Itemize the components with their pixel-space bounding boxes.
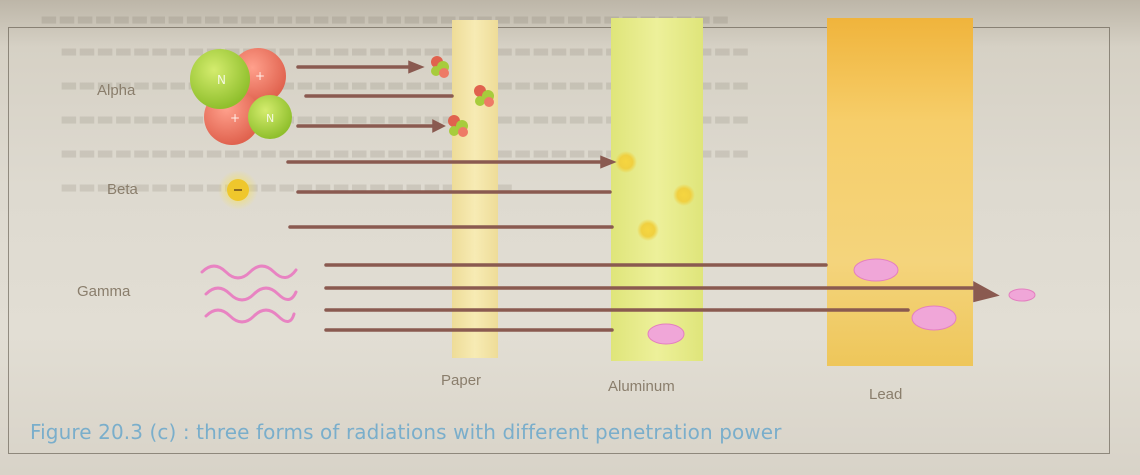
- alpha-label: Alpha: [97, 82, 136, 99]
- bleed-through-line: ▬▬▬▬▬▬▬▬▬▬▬▬▬▬▬▬▬▬▬▬▬▬▬▬▬▬▬▬▬▬▬▬▬▬▬▬▬▬: [60, 142, 750, 164]
- alpha-particle-icon: [474, 85, 494, 107]
- beta-particle-icon: [218, 170, 258, 210]
- paper-label: Paper: [441, 372, 482, 389]
- alpha-particle-icon: [431, 56, 449, 78]
- beta-particle-icon: [615, 151, 695, 241]
- svg-text:N: N: [217, 73, 226, 87]
- bleed-through-line: ▬▬▬▬▬▬▬▬▬▬▬▬▬▬▬▬▬▬▬▬▬▬▬▬▬▬▬▬▬▬▬▬▬▬▬▬▬▬: [40, 8, 730, 30]
- beta-label: Beta: [107, 181, 138, 198]
- gamma-photon-icon: [647, 258, 1036, 345]
- lead-shield: [827, 18, 973, 366]
- lead-label: Lead: [869, 386, 903, 403]
- gamma-label: Gamma: [77, 283, 131, 300]
- figure-frame: [8, 27, 1110, 454]
- gamma-wave-icon: [200, 264, 298, 324]
- svg-text:+: +: [255, 69, 265, 83]
- paper-shield: [452, 20, 498, 358]
- aluminum-label: Aluminum: [608, 378, 675, 395]
- svg-text:+: +: [230, 111, 240, 125]
- svg-text:N: N: [266, 112, 274, 125]
- figure-caption: Figure 20.3 (c) : three forms of radiati…: [30, 420, 782, 444]
- radiation-arrows: [286, 60, 1000, 332]
- alpha-particle-icon: [448, 115, 468, 137]
- alpha-nucleus-icon: N + + N: [190, 48, 292, 145]
